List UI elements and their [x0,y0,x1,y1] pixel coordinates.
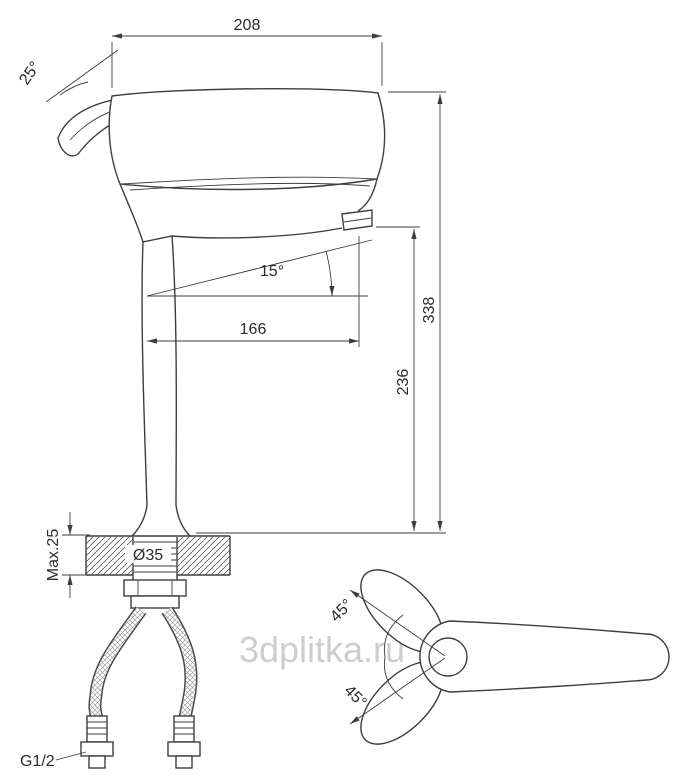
handle-lever-top [419,620,670,693]
dim-deck-thickness: Max.25 [45,512,90,598]
dim-total-height-label: 338 [421,297,438,324]
dim-spout-angle-label: 15° [260,263,284,280]
dim-handle-angle-label: 25° [16,59,44,89]
dim-spout-reach-label: 166 [240,321,267,338]
dim-top-width-label: 208 [234,17,261,34]
dim-spout-angle: 15° [146,239,373,297]
dim-connection-thread-label: G1/2 [20,753,55,770]
hose-fitting-left [80,715,114,769]
supply-hoses [80,606,201,769]
watermark: 3dplitka.ru [239,629,405,670]
deck-section [85,535,231,609]
dim-handle-swing-upper-label: 45° [327,596,356,625]
dim-hole-diameter-label: Ø35 [133,547,163,564]
handle-pivot [428,637,468,677]
dim-handle-angle: 25° [16,49,119,103]
spout-head [108,88,386,243]
dim-top-width: 208 [111,17,383,88]
dim-total-height: 338 [388,91,446,531]
hose-fitting-right [167,715,201,769]
dim-outlet-height-label: 236 [395,369,412,396]
faucet-column [130,235,192,537]
hose-right [161,606,198,720]
dim-connection-thread: G1/2 [20,751,87,770]
hose-left [88,606,147,721]
dim-hole-diameter: Ø35 [125,545,171,564]
dim-spout-reach: 166 [147,236,360,347]
faucet-side-view [57,88,386,537]
dim-outlet-height: 236 [376,226,420,531]
deck-hatch-right [177,537,230,575]
handle-top-view: 45° 45° [327,569,670,745]
dimension-annotations: 208 25° 15° 166 236 [16,17,446,770]
dim-deck-thickness-label: Max.25 [45,529,62,582]
dim-handle-swing-lower-label: 45° [341,682,370,711]
locknut [123,579,187,609]
